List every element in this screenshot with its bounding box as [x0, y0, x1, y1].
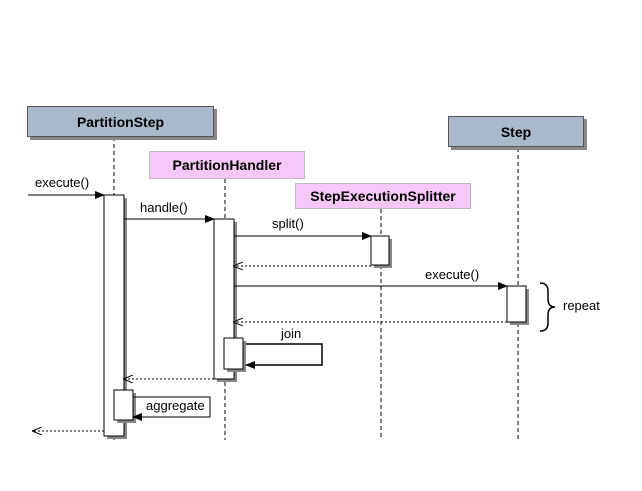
participant-partition-step: PartitionStep [27, 106, 214, 137]
message-execute-step-label: execute() [425, 267, 480, 282]
activation-step-execution-splitter [370, 235, 390, 266]
participant-step: Step [448, 116, 584, 147]
activation-aggregate [113, 389, 134, 421]
message-join-label: join [281, 326, 302, 341]
participant-partition-handler: PartitionHandler [149, 151, 305, 179]
self-message-join-arrow [245, 343, 323, 369]
participant-step-execution-splitter-label: StepExecutionSplitter [310, 188, 456, 204]
activation-partition-step [103, 194, 125, 437]
repeat-label: repeat [563, 298, 600, 313]
message-aggregate-label: aggregate [146, 398, 205, 413]
activation-join [223, 337, 244, 370]
participant-partition-handler-label: PartitionHandler [172, 157, 282, 173]
participant-step-execution-splitter: StepExecutionSplitter [295, 183, 471, 209]
message-split-label: split() [272, 216, 304, 231]
repeat-brace [539, 282, 556, 332]
participant-partition-step-label: PartitionStep [76, 113, 165, 130]
message-execute-in-label: execute() [35, 175, 90, 190]
activation-step [506, 285, 527, 323]
self-message-aggregate-arrow [132, 396, 211, 421]
participant-step-label: Step [500, 123, 532, 140]
message-handle-label: handle() [140, 200, 188, 215]
